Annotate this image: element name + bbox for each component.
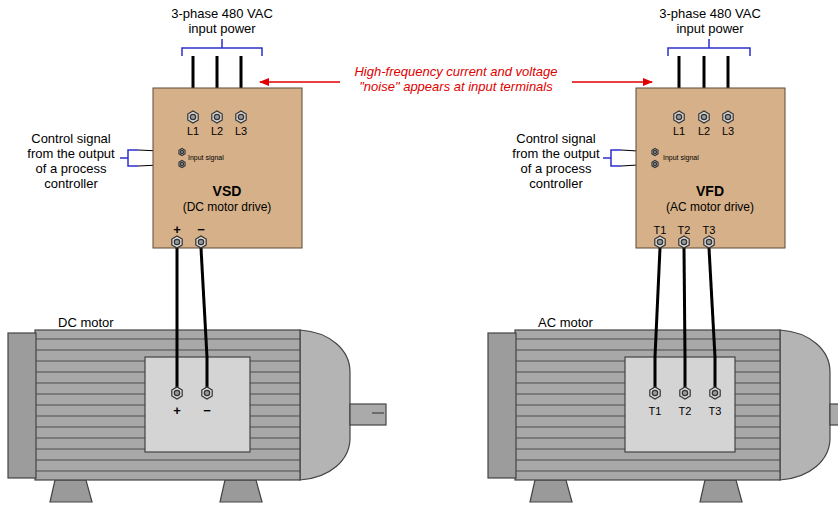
power-label: 3-phase 480 VAC input power xyxy=(162,7,282,37)
terminal-box: +− xyxy=(145,357,250,452)
terminal-label: − xyxy=(203,404,211,419)
noise-note: High-frequency current and voltage "nois… xyxy=(336,65,576,95)
signal-label: Input signal xyxy=(663,154,699,162)
drive-box: L1 L2 L3Input signalVSD (DC motor drive)+ − xyxy=(153,88,302,248)
terminal-label: L1 xyxy=(187,125,199,138)
terminal-label: + xyxy=(173,223,181,238)
terminal-label: T3 xyxy=(703,224,716,237)
drive-box: L1 L2 L3Input signalVFD (AC motor drive) T1 T… xyxy=(636,88,785,248)
drive-name: VFD xyxy=(696,183,724,199)
motor-name: DC motor xyxy=(58,316,114,331)
motor-wire xyxy=(684,248,685,357)
terminal-label: L3 xyxy=(235,125,247,138)
terminal-label: T1 xyxy=(654,224,667,237)
terminal-label: L1 xyxy=(673,125,685,138)
motor-wire xyxy=(655,248,660,357)
motor-body: T1T2T3AC motor xyxy=(515,330,780,480)
terminal-label: − xyxy=(197,223,205,238)
terminal-label: L2 xyxy=(211,125,223,138)
motor-body: +−DC motor xyxy=(35,330,300,480)
control-signal-label: Control signal from the output of a proc… xyxy=(506,132,606,192)
motor-wire xyxy=(201,248,207,357)
motor-wire xyxy=(709,248,715,357)
terminal-label: T2 xyxy=(678,224,691,237)
drive-type: (DC motor drive) xyxy=(183,201,272,215)
power-label: 3-phase 480 VAC input power xyxy=(650,7,770,37)
motor-wire xyxy=(176,248,179,357)
drive-name: VSD xyxy=(213,183,242,199)
terminal-label: T3 xyxy=(709,405,722,418)
signal-label: Input signal xyxy=(188,154,224,162)
drive-type: (AC motor drive) xyxy=(666,201,754,215)
terminal-box: T1 T2 T3 xyxy=(625,357,735,452)
terminal-label: L3 xyxy=(722,125,734,138)
terminal-label: T1 xyxy=(649,405,662,418)
terminal-label: T2 xyxy=(679,405,692,418)
motor-name: AC motor xyxy=(538,316,593,331)
control-signal-label: Control signal from the output of a proc… xyxy=(21,132,121,192)
terminal-label: L2 xyxy=(698,125,710,138)
terminal-label: + xyxy=(173,404,181,419)
